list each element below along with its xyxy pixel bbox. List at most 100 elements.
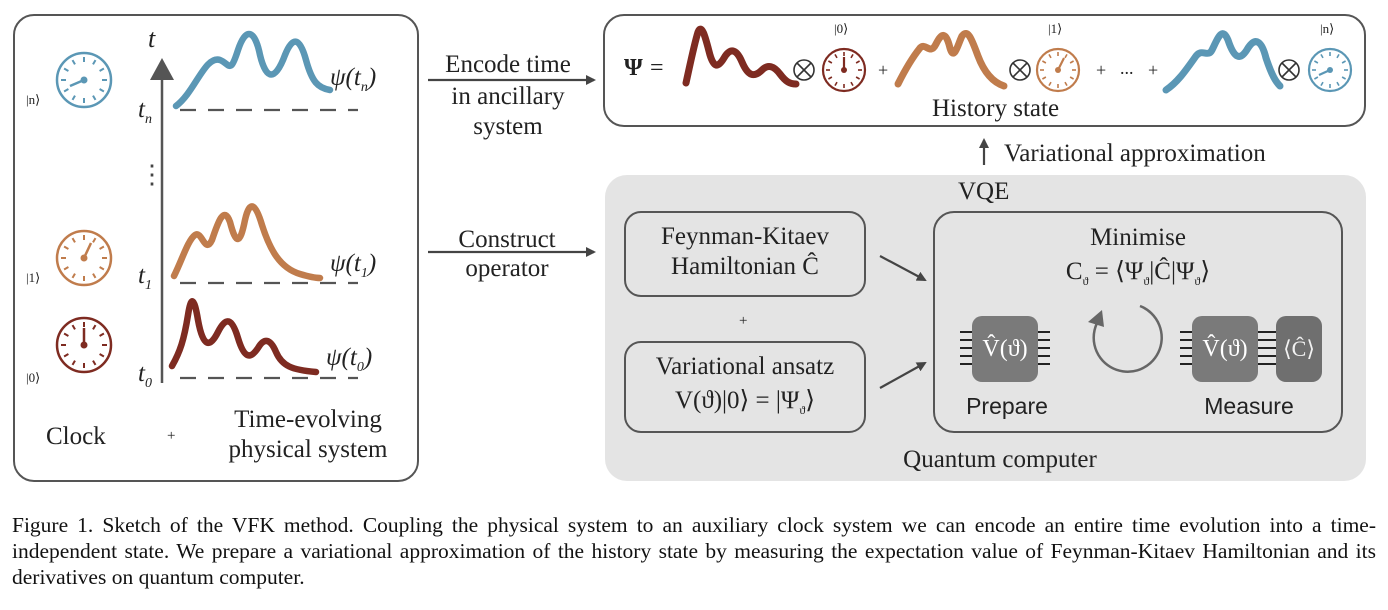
prepare-gate: V̂(ϑ) <box>972 316 1038 382</box>
cost-sub-3: ϑ <box>1194 274 1201 288</box>
clock-1-icon <box>55 229 113 287</box>
tick-sub: 0 <box>144 376 152 391</box>
clock-label: Clock <box>46 423 106 450</box>
tick-sub: 1 <box>144 278 152 293</box>
cost-end: ⟩ <box>1200 258 1211 285</box>
ansatz-line2: V(ϑ)|0⟩ = |Ψϑ⟩ <box>627 384 863 427</box>
fk-line2: Hamiltonian Ĉ <box>671 253 819 280</box>
measure-gate-v: V̂(ϑ) <box>1192 316 1258 382</box>
history-frame <box>603 14 1366 127</box>
psi-close: ) <box>367 64 377 91</box>
wave-tn <box>172 30 334 110</box>
loop-icon <box>1088 304 1163 373</box>
cost-sub: ϑ <box>1082 274 1089 288</box>
psi-text: ψ(t <box>326 344 357 371</box>
system-label-line2: physical system <box>228 436 388 463</box>
psi-sub: 1 <box>360 266 368 281</box>
history-equals: = <box>650 55 664 81</box>
tick-t: t <box>138 262 145 289</box>
encode-line1: Encode time <box>445 51 571 78</box>
history-plus-3: + <box>1148 60 1159 80</box>
history-ellipsis: ... <box>1120 58 1134 78</box>
construct-line1: Construct <box>458 226 556 253</box>
measure-label: Measure <box>1204 393 1294 419</box>
vqe-plus: + <box>739 313 748 329</box>
tick-label-t1: t1 <box>138 262 152 294</box>
cost-function: Cϑ = ⟨Ψϑ|Ĉ|Ψϑ⟩ <box>990 256 1286 289</box>
prepare-label: Prepare <box>966 393 1048 419</box>
clock-ket-0: |0⟩ <box>26 370 41 385</box>
clock-0-icon <box>55 316 113 374</box>
left-panel-frame <box>13 14 419 482</box>
history-ket-0: |0⟩ <box>834 21 849 36</box>
psi-tn-label: ψ(tn) <box>330 64 376 96</box>
cost-lhs: C <box>1065 258 1083 285</box>
psi-close: ) <box>367 250 377 277</box>
caption-text: Figure 1. Sketch of the VFK method. Coup… <box>12 513 1376 589</box>
variational-label: Variational approximation <box>1004 140 1266 167</box>
clock-ket-n: |n⟩ <box>26 92 41 107</box>
cost-mid: |Ĉ|Ψ <box>1149 258 1195 285</box>
otimes-icon <box>793 59 815 81</box>
clock-n-icon <box>55 51 113 109</box>
wave-t1 <box>170 203 324 282</box>
system-label-line1: Time-evolving <box>234 406 382 433</box>
fk-label: Feynman-Kitaev Hamiltonian Ĉ <box>627 222 863 282</box>
psi-sub: 0 <box>356 360 364 375</box>
encode-label: Encode time in ancillary system <box>426 50 590 142</box>
fk-box <box>624 211 866 297</box>
figure-caption: Figure 1. Sketch of the VFK method. Coup… <box>12 512 1376 590</box>
tick-t: t <box>138 360 145 387</box>
vertical-ellipsis: ⋮ <box>139 160 165 189</box>
encode-line2: in ancillary <box>451 83 565 110</box>
psi-sub: n <box>360 80 368 95</box>
minimise-label: Minimise <box>1090 224 1186 251</box>
psi-close: ) <box>363 344 373 371</box>
quantum-computer-label: Quantum computer <box>903 446 1097 473</box>
construct-label: Construct operator <box>430 225 584 283</box>
ansatz-sub: ϑ <box>799 403 806 417</box>
otimes-icon <box>1009 59 1031 81</box>
cost-sub-2: ϑ <box>1143 274 1150 288</box>
history-wave-1 <box>894 30 1008 90</box>
ansatz-to-minimise-arrow <box>879 362 927 389</box>
measure-gate-c: ⟨Ĉ⟩ <box>1276 316 1322 382</box>
construct-line2: operator <box>465 255 549 282</box>
history-psi: Ψ <box>624 55 643 81</box>
otimes-icon <box>1278 59 1300 81</box>
psi-text: ψ(t <box>330 64 361 91</box>
history-clock-1-icon <box>1035 47 1081 93</box>
history-plus-1: + <box>878 60 889 80</box>
wave-t0 <box>168 298 320 376</box>
ansatz-box <box>624 341 866 433</box>
system-label: Time-evolving physical system <box>210 405 406 465</box>
cost-rhs: = ⟨Ψ <box>1088 258 1144 285</box>
history-clock-0-icon <box>821 47 867 93</box>
history-ket-1: |1⟩ <box>1048 21 1063 36</box>
history-state-label: History state <box>932 95 1060 122</box>
left-plus: + <box>167 428 176 444</box>
ansatz-close: ⟩ <box>805 387 816 414</box>
ansatz-line1: Variational ansatz <box>655 353 835 380</box>
history-clock-n-icon <box>1307 47 1353 93</box>
ansatz-formula: V(ϑ)|0⟩ = |Ψ <box>674 387 800 414</box>
time-axis-label: t <box>148 24 156 53</box>
history-ket-n: |n⟩ <box>1320 21 1335 36</box>
ansatz-label: Variational ansatz V(ϑ)|0⟩ = |Ψϑ⟩ <box>627 350 863 427</box>
vqe-title: VQE <box>958 178 1010 205</box>
fk-to-minimise-arrow <box>879 255 927 281</box>
tick-label-tn: tn <box>138 96 152 128</box>
fk-line1: Feynman-Kitaev <box>660 223 829 250</box>
psi-t0-label: ψ(t0) <box>326 344 372 376</box>
time-axis-arrowhead <box>150 58 174 80</box>
psi-t1-label: ψ(t1) <box>330 250 376 282</box>
history-wave-0 <box>682 25 800 88</box>
history-plus-2: + <box>1096 60 1107 80</box>
psi-text: ψ(t <box>330 250 361 277</box>
encode-line3: system <box>473 113 543 140</box>
history-wave-n <box>1162 30 1284 94</box>
tick-label-t0: t0 <box>138 360 152 392</box>
tick-sub: n <box>144 112 152 127</box>
clock-ket-1: |1⟩ <box>26 270 41 285</box>
tick-t: t <box>138 96 145 123</box>
